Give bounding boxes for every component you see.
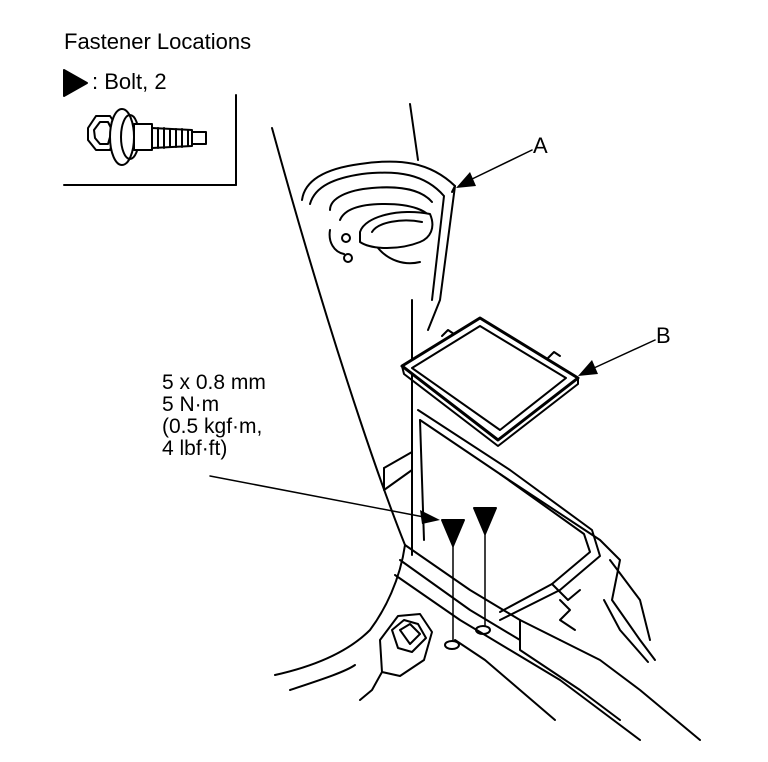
spec-line-1: 5 x 0.8 mm [162,371,266,394]
bolt-marker-icon [441,519,465,547]
lid-b [400,316,580,447]
spec-line-3: (0.5 kgf·m, [162,415,263,438]
callout-a-leader [456,149,533,188]
legend-box [63,94,237,186]
bolt-marker-icon [473,507,497,535]
pillar-trim [301,103,456,421]
torque-spec: 5 x 0.8 mm 5 N·m (0.5 kgf·m, 4 lbf·ft) [162,372,266,460]
spec-leader [209,475,440,524]
diagram-title: Fastener Locations [64,29,252,54]
spec-line-4: 4 lbf·ft) [162,437,228,460]
left-trim-outline [271,127,406,546]
callout-b-leader [578,339,656,376]
spec-line-2: 5 N·m [162,393,220,416]
bolt-markers [441,507,497,641]
legend-triangle-icon [63,69,88,97]
callout-b-label: B [656,323,671,348]
bolt-icon [87,108,207,166]
callout-a-label: A [533,133,548,158]
console-tray [359,409,701,741]
legend-label: : Bolt, 2 [92,69,167,94]
